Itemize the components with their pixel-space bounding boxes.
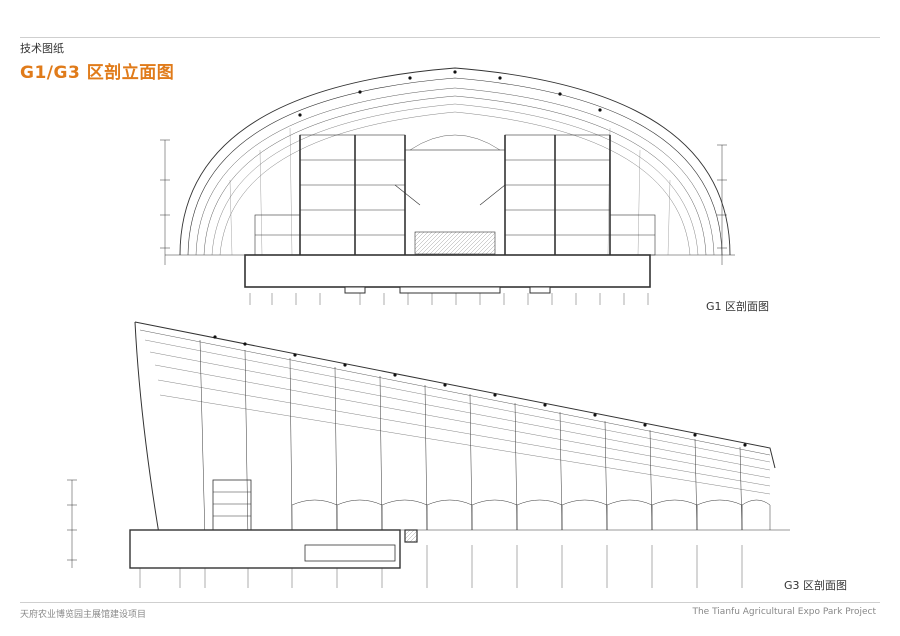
footer-project-name-zh: 天府农业博览园主展馆建设项目 (20, 610, 147, 620)
page-title: G1/G3 区剖立面图 (20, 63, 175, 83)
footer-project-name-en: The Tianfu Agricultural Expo Park Projec… (692, 607, 876, 617)
footer-rule (20, 602, 880, 603)
g3-section-drawing (67, 321, 790, 588)
header-rule (20, 37, 880, 38)
g1-section-drawing (160, 67, 735, 305)
g3-caption: G3 区剖面图 (784, 579, 848, 592)
section-label: 技术图纸 (20, 42, 64, 55)
g1-caption: G1 区剖面图 (706, 300, 770, 313)
